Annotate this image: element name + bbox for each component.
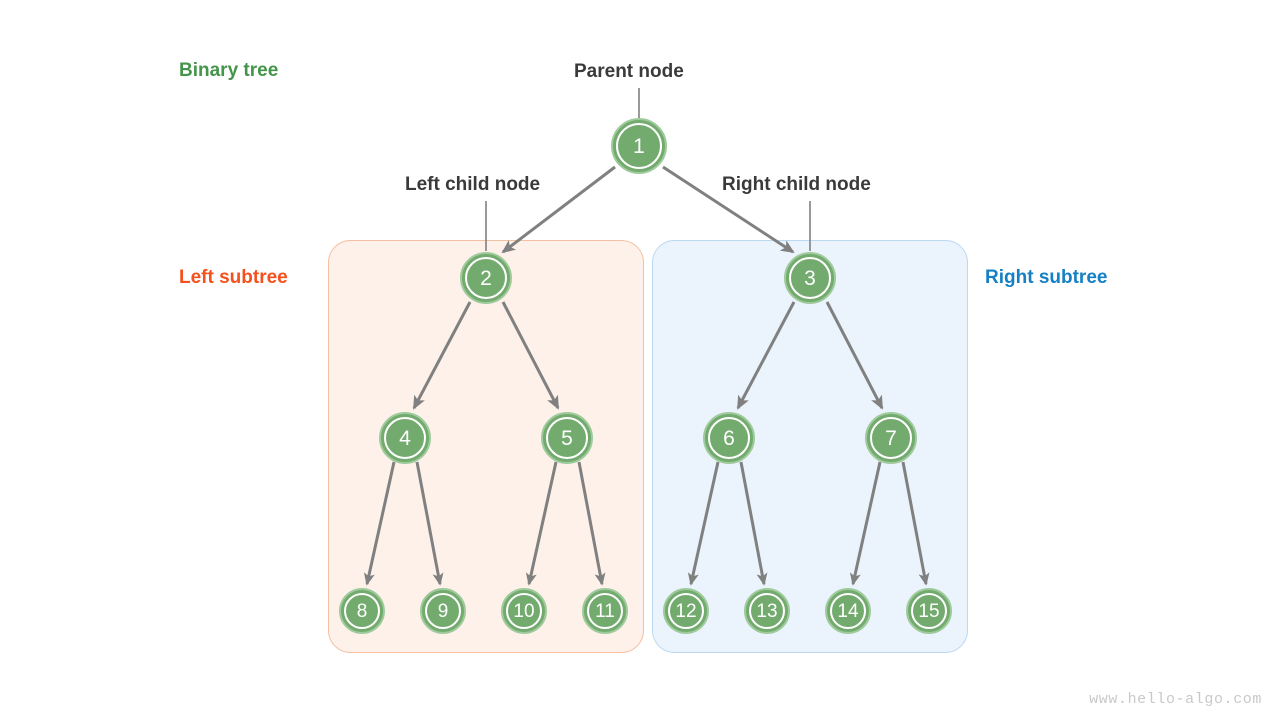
tree-node-13[interactable]: 13 (744, 588, 790, 634)
node-value: 13 (756, 600, 778, 622)
edge-5-10 (525, 461, 558, 586)
edge-2-4 (412, 301, 472, 410)
tree-node-3[interactable]: 3 (784, 252, 836, 304)
tree-node-8[interactable]: 8 (339, 588, 385, 634)
diagram-title: Binary tree (179, 60, 279, 81)
tree-node-12[interactable]: 12 (663, 588, 709, 634)
tree-node-6[interactable]: 6 (703, 412, 755, 464)
tree-node-1[interactable]: 1 (611, 118, 667, 174)
node-value: 4 (399, 426, 411, 450)
tree-node-7[interactable]: 7 (865, 412, 917, 464)
edge-2-5 (501, 301, 560, 410)
tree-node-9[interactable]: 9 (420, 588, 466, 634)
node-value: 15 (918, 600, 940, 622)
label-left-subtree: Left subtree (179, 267, 288, 288)
node-value: 10 (513, 600, 535, 622)
watermark: www.hello-algo.com (1089, 691, 1262, 708)
edge-1-3 (662, 165, 795, 254)
node-value: 11 (595, 600, 615, 622)
label-left-child-node: Left child node (405, 174, 541, 195)
node-value: 12 (675, 600, 697, 622)
tree-node-14[interactable]: 14 (825, 588, 871, 634)
node-value: 2 (480, 266, 492, 290)
label-right-subtree: Right subtree (985, 267, 1108, 288)
edge-7-15 (901, 461, 930, 586)
tree-node-2[interactable]: 2 (460, 252, 512, 304)
tree-node-15[interactable]: 15 (906, 588, 952, 634)
edge-4-9 (415, 461, 444, 586)
node-value: 3 (804, 266, 816, 290)
edge-7-14 (849, 461, 882, 586)
edge-3-6 (736, 301, 796, 410)
edge-3-7 (825, 301, 884, 410)
label-parent-node: Parent node (574, 61, 684, 82)
node-value: 5 (561, 426, 573, 450)
edge-6-13 (739, 461, 768, 586)
node-value: 8 (356, 600, 368, 622)
tree-node-5[interactable]: 5 (541, 412, 593, 464)
edge-4-8 (363, 461, 396, 586)
tree-node-11[interactable]: 11 (582, 588, 628, 634)
tree-node-10[interactable]: 10 (501, 588, 547, 634)
tree-node-4[interactable]: 4 (379, 412, 431, 464)
node-value: 9 (437, 600, 449, 622)
label-right-child-node: Right child node (722, 174, 871, 195)
node-value: 7 (885, 426, 897, 450)
node-value: 1 (633, 134, 645, 158)
edge-6-12 (687, 461, 720, 586)
edge-1-2 (501, 165, 616, 254)
node-value: 14 (837, 600, 859, 622)
node-value: 6 (723, 426, 735, 450)
edge-5-11 (577, 461, 606, 586)
